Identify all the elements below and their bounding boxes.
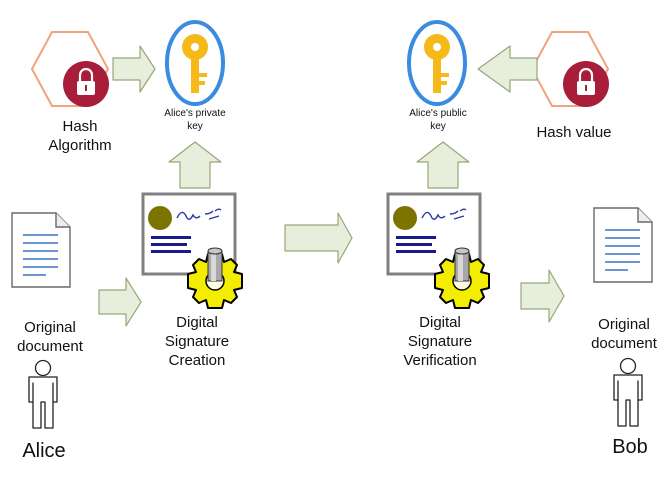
arrow-verification-to-public-key: [416, 141, 470, 189]
arrow-hash-value-to-public-key: [477, 45, 538, 93]
alice-document-icon: [11, 212, 71, 288]
bob-document-icon: [593, 207, 653, 283]
digital-signature-verification-label: Digital Signature Verification: [403, 314, 477, 369]
alice-original-document-label: Original document: [17, 319, 83, 355]
alice-public-key-label: Alice's public key: [409, 108, 467, 132]
alice-person-icon: [28, 359, 58, 429]
hash-value-lock-icon: [530, 30, 611, 109]
arrow-document-to-creation: [98, 277, 142, 327]
alice-private-key-label: Alice's private key: [164, 108, 226, 132]
arrow-verification-to-document: [520, 269, 565, 323]
alice-private-key-icon: [165, 20, 225, 106]
alice-name-label: Alice: [22, 440, 66, 462]
bob-name-label: Bob: [612, 436, 648, 458]
digital-signature-creation-label: Digital Signature Creation: [164, 314, 230, 369]
hash-algorithm-label: Hash Algorithm: [48, 118, 112, 154]
bob-person-icon: [613, 357, 643, 427]
alice-public-key-icon: [407, 20, 467, 106]
hash-algorithm-lock-icon: [30, 30, 111, 109]
bob-original-document-label: Original document: [591, 316, 657, 352]
arrow-creation-to-private-key: [168, 141, 222, 189]
hash-value-label: Hash value: [536, 124, 612, 141]
arrow-creation-to-verification: [284, 212, 353, 264]
arrow-hash-to-private-key: [112, 45, 156, 93]
